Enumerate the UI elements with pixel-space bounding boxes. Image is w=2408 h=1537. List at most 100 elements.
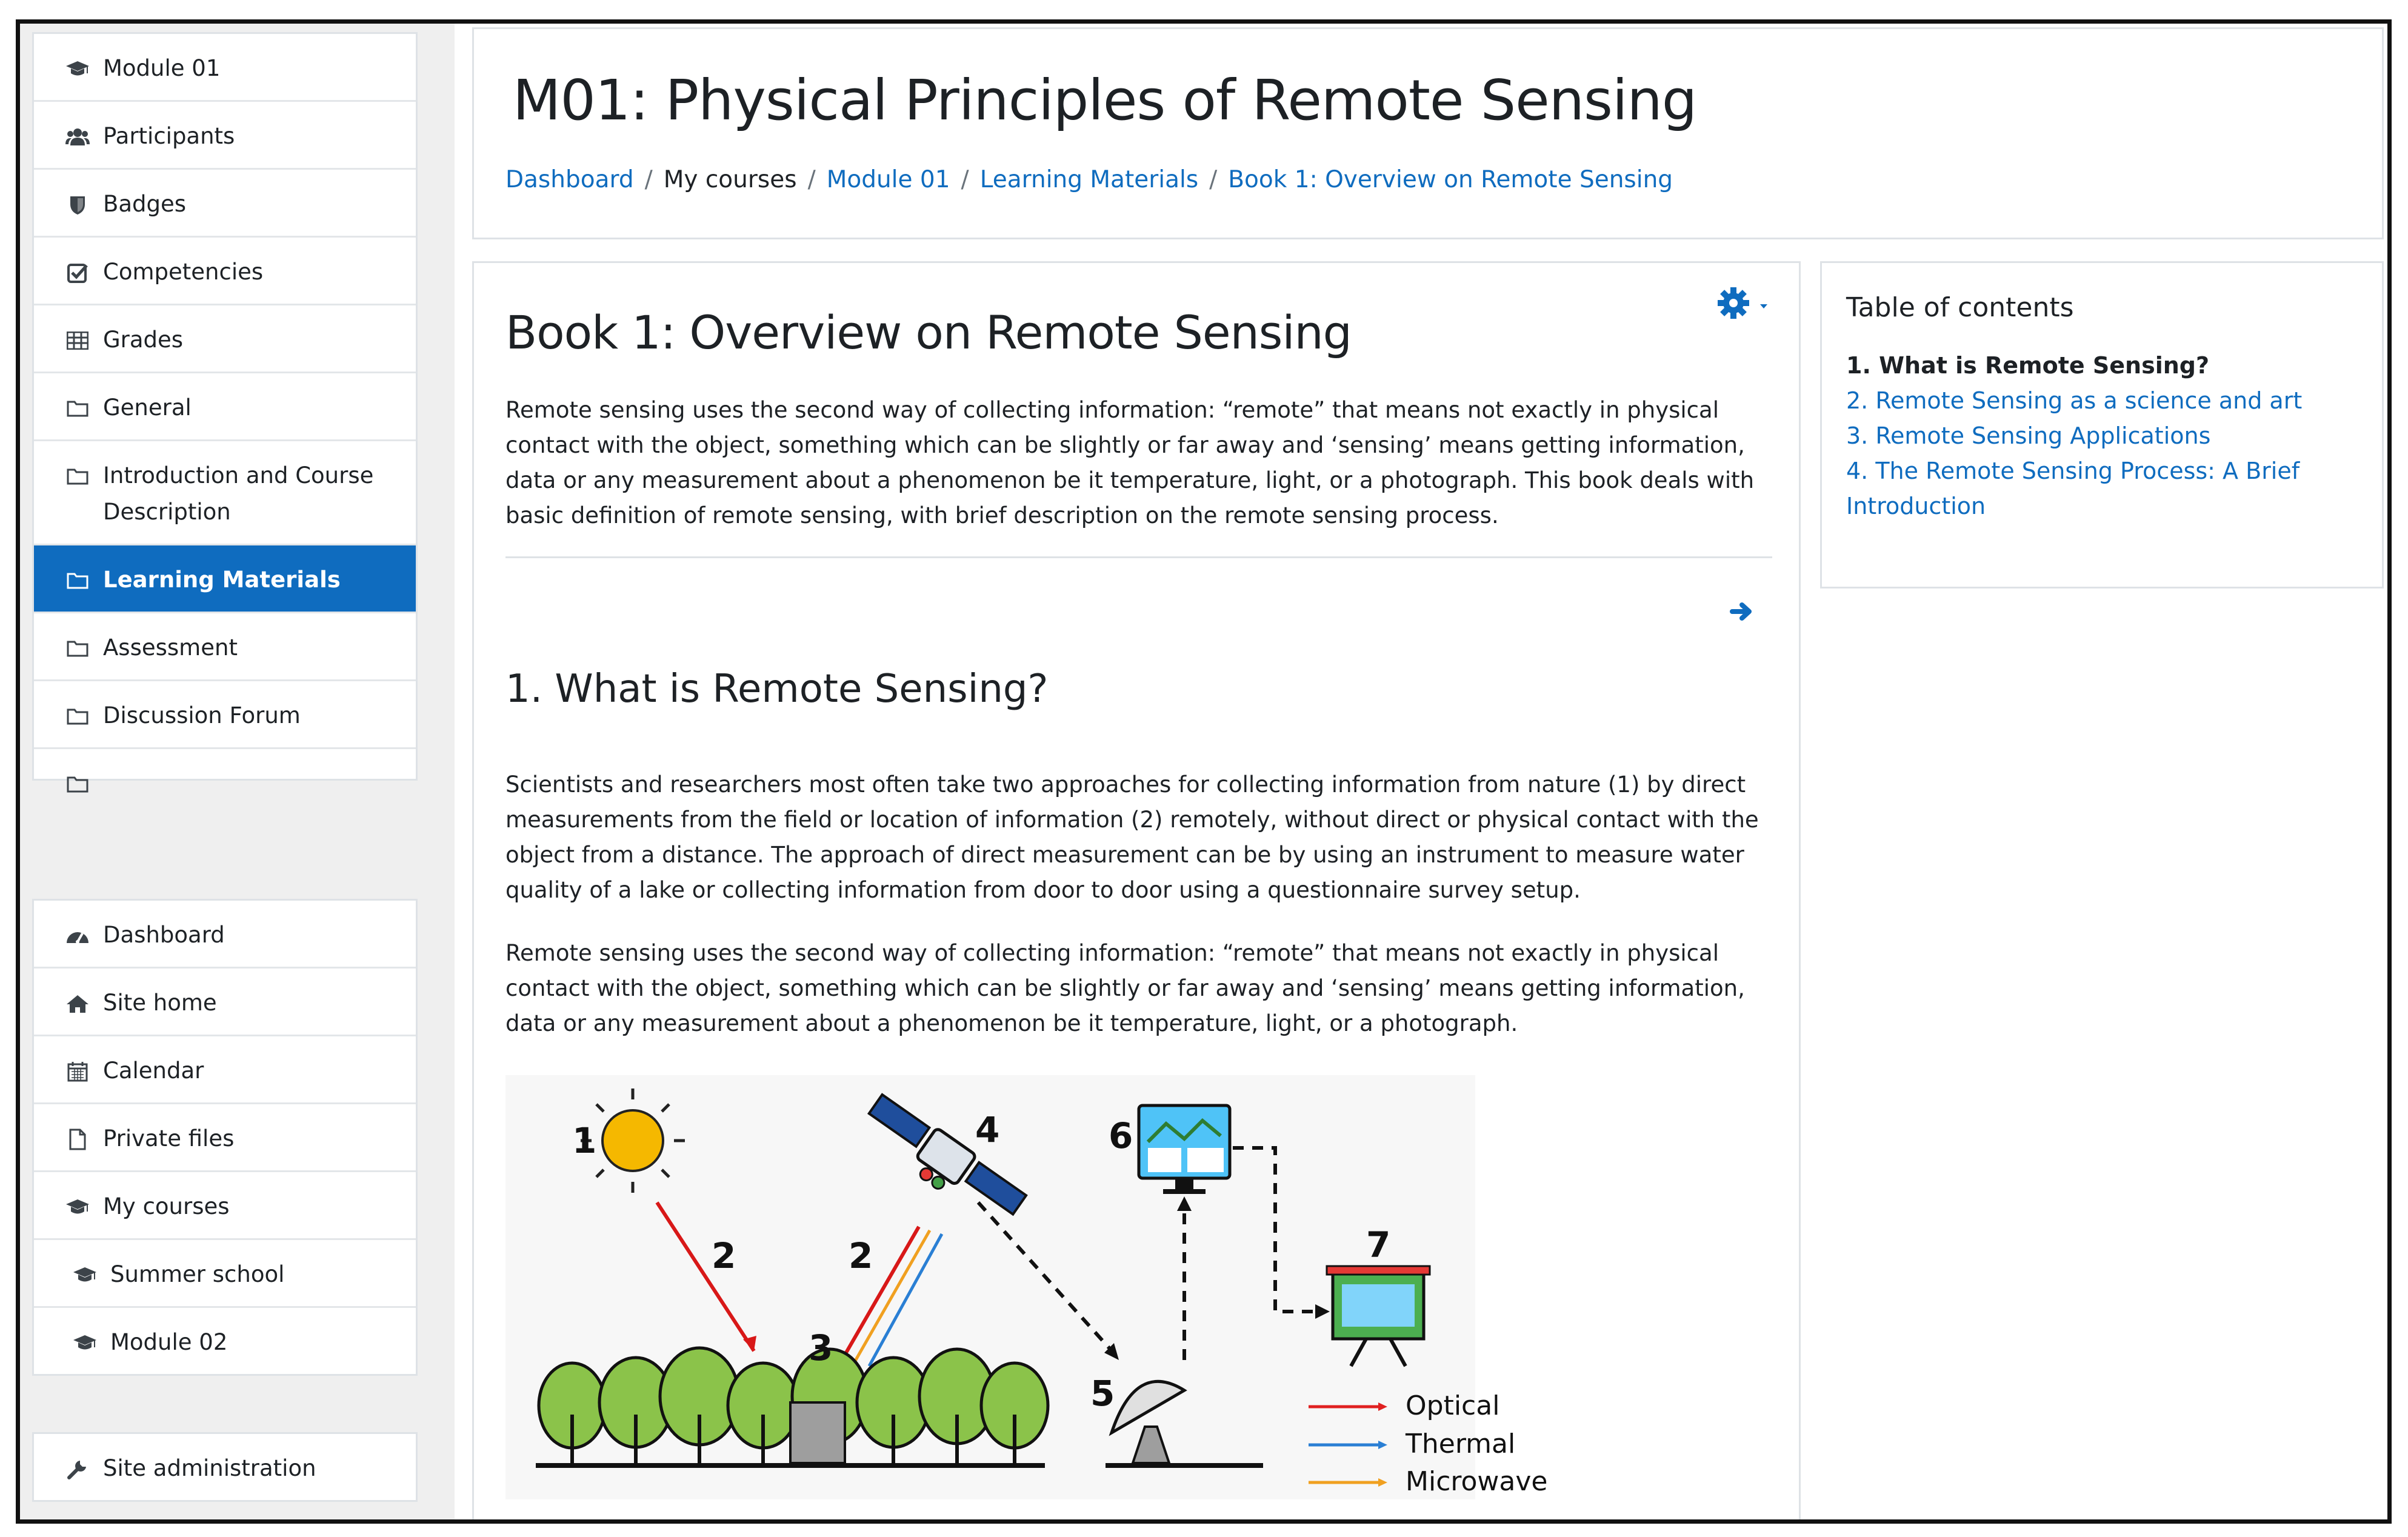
- sidebar-item-participants[interactable]: Participants: [34, 102, 416, 170]
- sidebar-item-label: Discussion Forum: [103, 702, 301, 728]
- sun-icon: [581, 1089, 685, 1193]
- sidebar-item-label: Grades: [103, 327, 184, 353]
- next-chapter-button[interactable]: [1723, 596, 1759, 627]
- chapter-title: 1. What is Remote Sensing?: [505, 667, 1049, 712]
- sidebar-item-general[interactable]: General: [34, 373, 416, 441]
- reflected-microwave-ray: [852, 1229, 932, 1364]
- graduation-cap-icon: [64, 58, 91, 80]
- toc-item-current: 1. What is Remote Sensing?: [1846, 352, 2210, 379]
- sidebar-item-badges[interactable]: Badges: [34, 170, 416, 238]
- sidebar-item-competencies[interactable]: Competencies: [34, 238, 416, 305]
- folder-icon: [64, 638, 91, 659]
- book-content: Book 1: Overview on Remote Sensing: [472, 261, 1801, 1519]
- sidebar-item-label: Learning Materials: [103, 567, 341, 593]
- sidebar-item-unnamed-section[interactable]: [34, 749, 416, 793]
- sidebar-item-site-home[interactable]: Site home: [34, 969, 416, 1036]
- sidebar-item-dashboard[interactable]: Dashboard: [34, 901, 416, 969]
- chapter-paragraph-2: Remote sensing uses the second way of co…: [505, 940, 1745, 1036]
- chevron-down-icon: [1760, 304, 1767, 308]
- toc-item[interactable]: 4. The Remote Sensing Process: A Brief I…: [1846, 458, 2300, 519]
- breadcrumb-separator: /: [644, 166, 653, 193]
- table-of-contents: Table of contents 1. What is Remote Sens…: [1820, 261, 2384, 588]
- sidebar-item-label: Introduction and Course Description: [103, 462, 374, 525]
- breadcrumb: Dashboard/My courses/Module 01/Learning …: [505, 166, 1673, 193]
- breadcrumb-learning-materials[interactable]: Learning Materials: [979, 166, 1199, 193]
- sidebar-item-learning-materials[interactable]: Learning Materials: [34, 545, 416, 613]
- divider: [505, 556, 1772, 558]
- legend-arrowhead: [1378, 1441, 1387, 1449]
- sidebar-item-label: My courses: [103, 1193, 230, 1219]
- users-icon: [64, 126, 91, 148]
- sidebar-item-label: Calendar: [103, 1058, 204, 1084]
- sidebar-item-discussion-forum[interactable]: Discussion Forum: [34, 681, 416, 749]
- diagram-number: 4: [975, 1109, 999, 1150]
- sidebar-item-introduction[interactable]: Introduction and Course Description: [34, 441, 416, 545]
- breadcrumb-book-1[interactable]: Book 1: Overview on Remote Sensing: [1228, 166, 1673, 193]
- diagram-number: 2: [712, 1235, 736, 1276]
- wrench-icon: [64, 1458, 91, 1480]
- sidebar-item-site-administration[interactable]: Site administration: [34, 1434, 416, 1500]
- legend-arrowhead: [1378, 1478, 1387, 1487]
- settings-menu-button[interactable]: [1718, 286, 1778, 322]
- sidebar-item-calendar[interactable]: Calendar: [34, 1036, 416, 1104]
- diagram-number: 5: [1090, 1373, 1115, 1414]
- incoming-ray: [655, 1201, 756, 1352]
- folder-icon: [64, 398, 91, 419]
- sidebar-item-label: Module 01: [103, 55, 221, 81]
- diagram-number: 3: [809, 1327, 833, 1369]
- diagram-number: 1: [572, 1120, 596, 1161]
- folder-icon: [64, 570, 91, 592]
- sidebar: Module 01 Participants Badges Competenci…: [20, 24, 455, 1519]
- sidebar-item-module-01[interactable]: Module 01: [34, 34, 416, 102]
- sidebar-item-label: Competencies: [103, 259, 264, 285]
- sidebar-item-label: Summer school: [110, 1261, 285, 1287]
- graduation-cap-icon: [64, 1196, 91, 1218]
- folder-icon: [64, 465, 91, 487]
- diagram-number: 6: [1109, 1115, 1133, 1156]
- breadcrumb-module-01[interactable]: Module 01: [826, 166, 950, 193]
- reflected-optical-ray: [840, 1225, 921, 1361]
- legend-arrowhead: [1378, 1402, 1387, 1411]
- output-arrowhead: [1315, 1304, 1330, 1319]
- sidebar-item-label: Site home: [103, 990, 217, 1016]
- sidebar-item-label: Badges: [103, 191, 187, 217]
- diagram-number: 2: [849, 1235, 873, 1276]
- sidebar-item-grades[interactable]: Grades: [34, 305, 416, 373]
- sidebar-item-summer-school[interactable]: Summer school: [34, 1240, 416, 1308]
- incoming-ray-arrowhead: [743, 1336, 756, 1351]
- page-header: M01: Physical Principles of Remote Sensi…: [472, 27, 2384, 239]
- gear-icon: [1718, 287, 1767, 319]
- toc-item[interactable]: 3. Remote Sensing Applications: [1846, 422, 2211, 449]
- course-nav-group: Module 01 Participants Badges Competenci…: [32, 32, 418, 793]
- admin-nav-group: Site administration: [32, 1432, 418, 1502]
- toc-item[interactable]: 2. Remote Sensing as a science and art: [1846, 387, 2303, 414]
- diagram-legend: Optical Thermal Microwave: [1309, 1390, 1547, 1497]
- sidebar-item-my-courses[interactable]: My courses: [34, 1172, 416, 1240]
- book-title: Book 1: Overview on Remote Sensing: [505, 305, 1352, 359]
- graduation-cap-icon: [72, 1264, 98, 1286]
- satellite-dish-icon: [1106, 1379, 1263, 1468]
- satellite-icon: [867, 1093, 1028, 1216]
- page-title: M01: Physical Principles of Remote Sensi…: [513, 68, 1697, 133]
- breadcrumb-dashboard[interactable]: Dashboard: [505, 166, 634, 193]
- downlink-line: [976, 1201, 1116, 1356]
- computer-monitor-icon: [1137, 1104, 1232, 1194]
- sidebar-item-label: Dashboard: [103, 922, 225, 948]
- book-intro: Remote sensing uses the second way of co…: [505, 397, 1755, 528]
- check-square-icon: [64, 262, 91, 284]
- shield-icon: [64, 194, 91, 216]
- home-icon: [64, 993, 91, 1015]
- legend-label-optical: Optical: [1406, 1390, 1499, 1421]
- legend-label-thermal: Thermal: [1405, 1429, 1515, 1459]
- reflected-thermal-ray: [867, 1233, 944, 1367]
- sidebar-item-assessment[interactable]: Assessment: [34, 613, 416, 681]
- sidebar-item-private-files[interactable]: Private files: [34, 1104, 416, 1172]
- arrow-right-icon: [1730, 602, 1752, 621]
- chapter-paragraph-1: Scientists and researchers most often ta…: [505, 772, 1759, 903]
- sidebar-item-module-02[interactable]: Module 02: [34, 1308, 416, 1374]
- breadcrumb-my-courses: My courses: [663, 166, 797, 193]
- sidebar-item-label: Participants: [103, 123, 235, 149]
- site-nav-group: Dashboard Site home Calendar Private fil…: [32, 899, 418, 1376]
- calendar-icon: [64, 1061, 91, 1082]
- breadcrumb-separator: /: [807, 166, 816, 193]
